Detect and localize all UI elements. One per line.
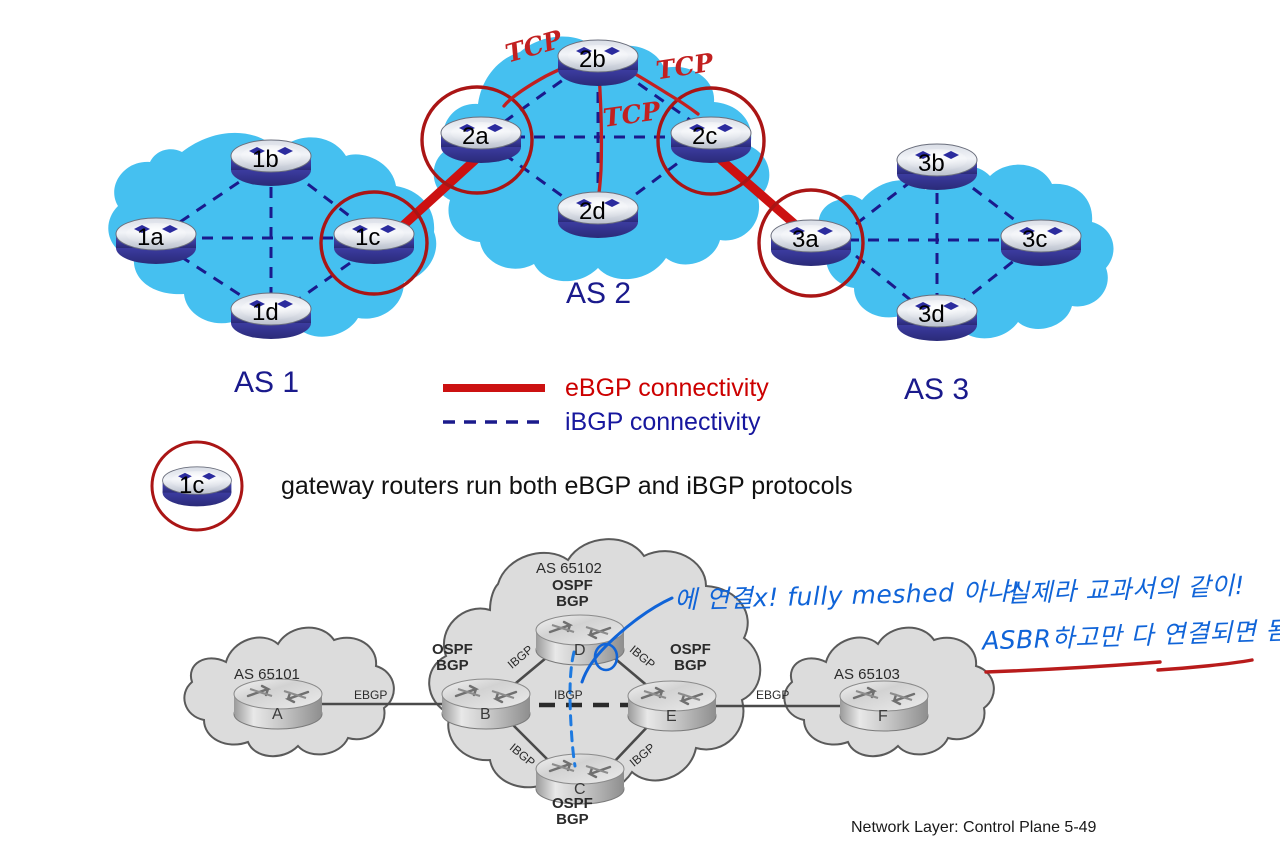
router-1d[interactable] bbox=[230, 292, 312, 339]
router-2b[interactable] bbox=[557, 39, 639, 86]
slide-footer: Network Layer: Control Plane 5-49 bbox=[851, 819, 1097, 836]
lower-router-label-B: B bbox=[480, 706, 491, 723]
lower-router-B[interactable] bbox=[441, 678, 531, 730]
protocol-tag-d-line2: BGP bbox=[556, 592, 589, 610]
lower-router-label-A: A bbox=[272, 706, 283, 723]
protocol-tag-c-line1: OSPF bbox=[552, 795, 593, 812]
protocol-tag-e-line2: BGP bbox=[674, 656, 707, 674]
router-2c[interactable] bbox=[670, 116, 752, 163]
router-1a[interactable] bbox=[115, 217, 197, 264]
router-3b[interactable] bbox=[896, 143, 978, 190]
blue-ink-dashed-link bbox=[568, 650, 577, 768]
link-label-ebgp-a-b: EBGP bbox=[354, 688, 388, 702]
as-label-as3: AS 3 bbox=[904, 373, 970, 406]
as3-cloud-shape bbox=[818, 164, 1114, 339]
as-label-as2: AS 2 bbox=[566, 277, 632, 310]
legend-router-1c bbox=[162, 466, 232, 507]
gateway-circle-3a bbox=[757, 188, 865, 298]
protocol-tag-b: OSPF BGP bbox=[432, 642, 473, 674]
lower-router-label-E: E bbox=[666, 708, 677, 725]
router-1b[interactable] bbox=[230, 139, 312, 186]
protocol-tag-d-line1: OSPF bbox=[552, 577, 593, 594]
router-2a[interactable] bbox=[440, 116, 522, 163]
router-3d[interactable] bbox=[896, 294, 978, 341]
ibgp-links-as2 bbox=[494, 70, 691, 208]
ink-pointer-to-d bbox=[580, 596, 674, 684]
link-c-e bbox=[613, 723, 651, 763]
lower-router-label-D: D bbox=[574, 642, 586, 659]
link-d-e bbox=[611, 655, 651, 689]
lower-router-label-C: C bbox=[574, 781, 586, 798]
gateway-circle-1c bbox=[319, 190, 429, 296]
ink-circle-mark bbox=[593, 642, 619, 672]
lower-router-F[interactable] bbox=[839, 680, 929, 732]
blue-ink-pointer bbox=[580, 596, 674, 684]
legend-ibgp-label: iBGP connectivity bbox=[565, 408, 761, 436]
link-label-ebgp-e-f: EBGP bbox=[756, 688, 790, 702]
lower-router-label-F: F bbox=[878, 708, 888, 725]
router-3c[interactable] bbox=[1000, 219, 1082, 266]
lower-router-C[interactable] bbox=[535, 753, 625, 805]
protocol-tag-e: OSPF BGP bbox=[670, 642, 711, 674]
router-3a[interactable] bbox=[770, 219, 852, 266]
legend-gateway-circle bbox=[150, 440, 244, 532]
protocol-tag-e-line1: OSPF bbox=[670, 641, 711, 658]
protocol-tag-c-line2: BGP bbox=[556, 810, 589, 828]
gateway-note: gateway routers run both eBGP and iBGP p… bbox=[281, 472, 853, 500]
legend-swatches bbox=[150, 384, 545, 532]
gateway-circle-2a bbox=[420, 85, 534, 195]
link-b-c bbox=[509, 721, 549, 761]
router-2d[interactable] bbox=[557, 191, 639, 238]
router-1c[interactable] bbox=[333, 217, 415, 264]
ebgp-links bbox=[391, 145, 811, 239]
protocol-tag-b-line2: BGP bbox=[436, 656, 469, 674]
cloud-label-as65103: AS 65103 bbox=[834, 666, 900, 683]
gateway-circles bbox=[319, 85, 865, 298]
lower-router-A[interactable] bbox=[233, 678, 323, 730]
gateway-circle-2c bbox=[656, 86, 766, 196]
as-label-as1: AS 1 bbox=[234, 366, 300, 399]
ebgp-link-2c-3a bbox=[707, 147, 811, 239]
red-underline bbox=[984, 658, 1254, 674]
legend-ebgp-label: eBGP connectivity bbox=[565, 374, 769, 402]
lower-router-E[interactable] bbox=[627, 680, 717, 732]
protocol-tag-d: OSPF BGP bbox=[552, 578, 593, 610]
link-label-ibgp-b-e: IBGP bbox=[554, 688, 583, 702]
cloud-label-as65102: AS 65102 bbox=[536, 560, 602, 577]
ebgp-link-1c-2a bbox=[391, 145, 491, 237]
protocol-tag-c: OSPF BGP bbox=[552, 796, 593, 828]
cloud-label-as65101: AS 65101 bbox=[234, 666, 300, 683]
protocol-tag-b-line1: OSPF bbox=[432, 641, 473, 658]
ibgp-links-as1 bbox=[162, 167, 361, 308]
